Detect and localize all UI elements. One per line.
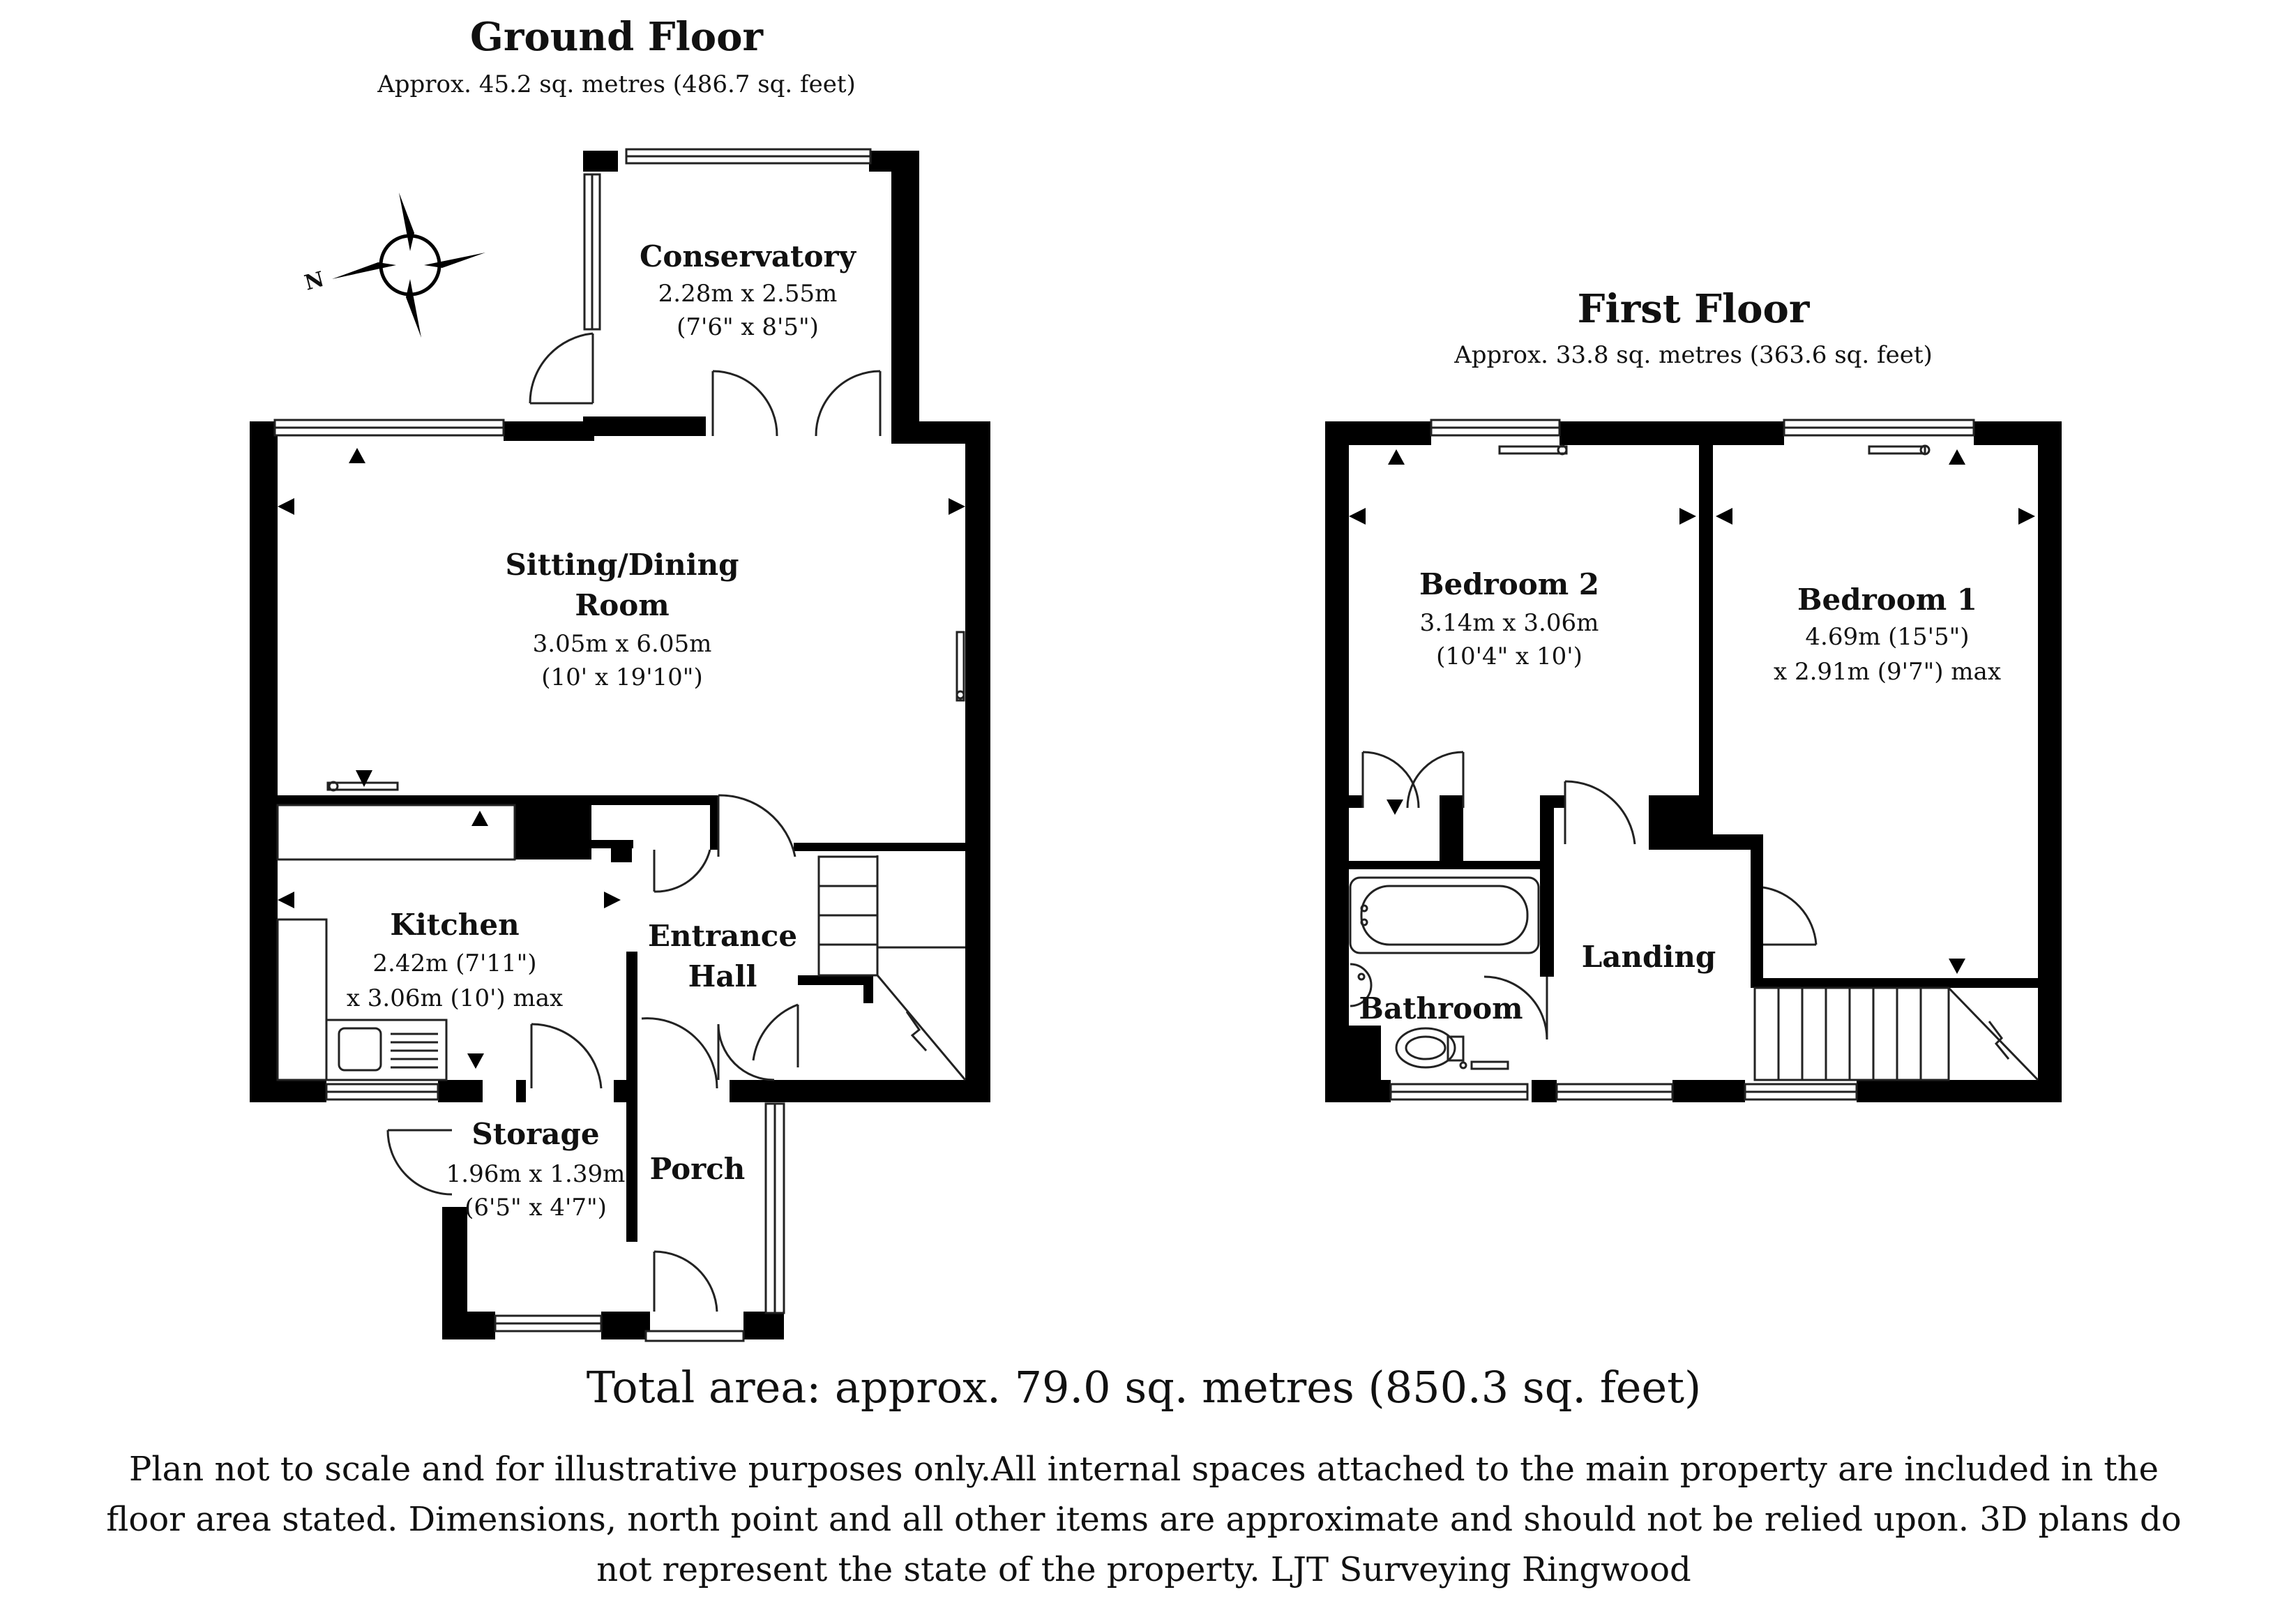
bedroom-1-label: Bedroom 1 — [1797, 583, 1977, 617]
bedroom-1-dimensions: 4.69m (15'5") — [1805, 623, 1969, 651]
first-floor-arrows — [1349, 449, 2035, 974]
total-area: Total area: approx. 79.0 sq. metres (850… — [587, 1362, 1702, 1413]
conservatory-doors — [529, 332, 882, 437]
disclaimer-line-3: not represent the state of the property.… — [596, 1550, 1691, 1589]
sitting-room-dimensions: 3.05m x 6.05m — [533, 630, 712, 658]
bedroom-1-dimensions-2: x 2.91m (9'7") max — [1774, 658, 2001, 686]
disclaimer-line-2: floor area stated. Dimensions, north poi… — [106, 1500, 2181, 1539]
bedroom-2-dimensions: 3.14m x 3.06m — [1420, 609, 1599, 637]
ground-floor-heading: Ground Floor Approx. 45.2 sq. metres (48… — [377, 14, 856, 98]
kitchen-dimensions: 2.42m (7'11") — [372, 949, 536, 977]
first-floor-plan — [1325, 419, 2062, 1102]
kitchen-dimensions-2: x 3.06m (10') max — [347, 984, 563, 1012]
first-floor-fixtures — [1349, 444, 2039, 1081]
ground-floor-arrows — [278, 448, 965, 1069]
first-floor-title: First Floor — [1578, 286, 1811, 332]
storage-dimensions: 1.96m x 1.39m — [446, 1160, 626, 1188]
sitting-room-dimensions-imperial: (10' x 19'10") — [541, 663, 702, 691]
bedroom-2-label: Bedroom 2 — [1419, 567, 1599, 601]
conservatory-dimensions: 2.28m x 2.55m — [658, 280, 838, 308]
bedroom-2-dimensions-imperial: (10'4" x 10') — [1436, 643, 1583, 670]
room-labels-first: Bedroom 2 3.14m x 3.06m (10'4" x 10') Be… — [1359, 567, 2001, 1026]
ground-floor-fixtures — [276, 631, 967, 1312]
total-area-block: Total area: approx. 79.0 sq. metres (850… — [587, 1362, 1702, 1413]
ground-floor-title: Ground Floor — [470, 14, 764, 60]
compass-north-label: N — [302, 267, 327, 296]
conservatory-label: Conservatory — [640, 239, 857, 273]
conservatory-dimensions-imperial: (7'6" x 8'5") — [677, 313, 819, 341]
entrance-hall-label: Entrance — [648, 919, 797, 953]
room-labels-ground: Conservatory 2.28m x 2.55m (7'6" x 8'5")… — [347, 239, 857, 1222]
first-floor-windows — [1389, 419, 1975, 1101]
first-floor-walls — [1325, 421, 2062, 1102]
kitchen-label: Kitchen — [390, 908, 519, 942]
storage-dimensions-imperial: (6'5" x 4'7") — [465, 1194, 607, 1222]
conservatory-walls — [583, 151, 919, 436]
ground-floor-windows — [273, 419, 785, 1342]
first-floor-heading: First Floor Approx. 33.8 sq. metres (363… — [1453, 286, 1933, 369]
porch-label: Porch — [650, 1152, 746, 1186]
disclaimer-line-1: Plan not to scale and for illustrative p… — [129, 1450, 2159, 1489]
compass-icon: N — [302, 193, 485, 338]
ground-floor-walls — [250, 421, 990, 1339]
landing-label: Landing — [1582, 940, 1716, 974]
bathroom-label: Bathroom — [1359, 991, 1523, 1026]
entrance-hall-label-2: Hall — [688, 959, 757, 993]
ground-floor-plan — [250, 148, 990, 1342]
sitting-room-label-2: Room — [575, 588, 669, 622]
sitting-room-label: Sitting/Dining — [505, 548, 739, 582]
conservatory-windows — [583, 148, 872, 331]
storage-label: Storage — [471, 1117, 599, 1151]
ground-floor-area: Approx. 45.2 sq. metres (486.7 sq. feet) — [377, 70, 856, 98]
first-floor-area: Approx. 33.8 sq. metres (363.6 sq. feet) — [1453, 341, 1933, 369]
disclaimer-block: Plan not to scale and for illustrative p… — [106, 1450, 2181, 1589]
